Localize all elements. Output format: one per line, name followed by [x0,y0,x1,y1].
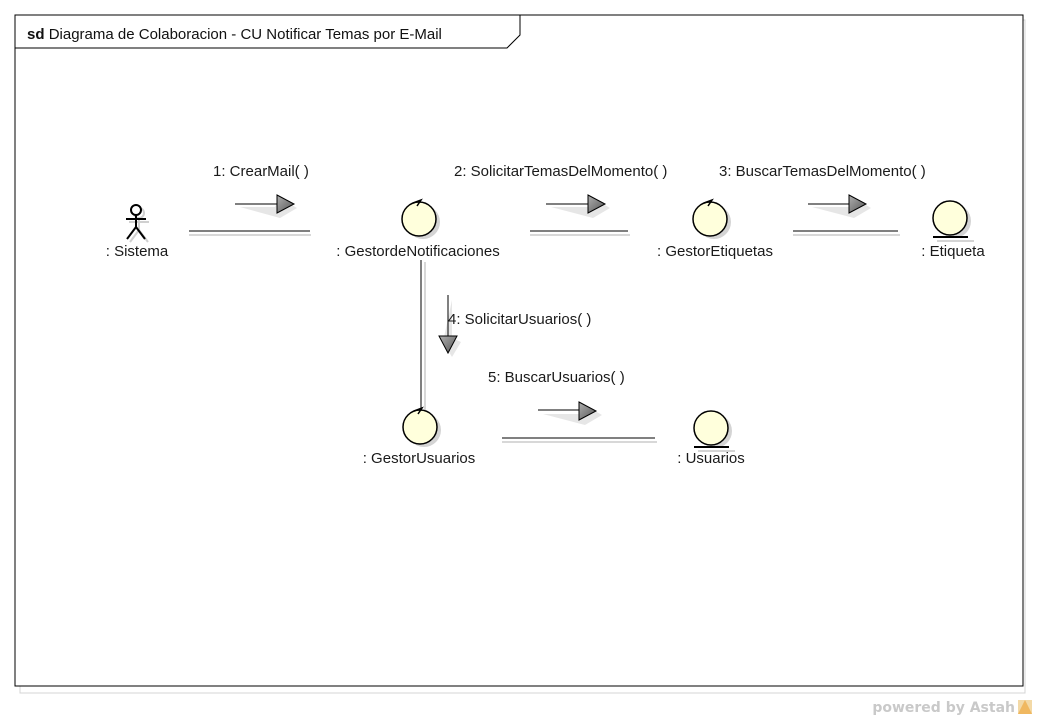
object-label-usuarios: : Usuarios [677,450,745,467]
actor-icon [126,204,146,240]
entity-icon [932,200,968,236]
object-label-etiqueta: : Etiqueta [921,243,985,260]
control-gestorusuarios: : GestorUsuarios [363,406,476,467]
astah-logo-icon [1018,700,1032,714]
frame-title: sd Diagrama de Colaboracion - CU Notific… [27,26,442,43]
control-icon [692,201,728,237]
object-label-sistema: : Sistema [106,243,169,260]
entity-icon [693,410,729,446]
message-label-4: 4: SolicitarUsuarios( ) [448,311,591,328]
object-label-gestordenotificaciones: : GestordeNotificaciones [336,243,499,260]
entity-usuarios: : Usuarios [677,410,745,467]
message-arrow-5 [538,401,602,425]
message-label-2: 2: SolicitarTemasDelMomento( ) [454,163,667,180]
message-label-1: 1: CrearMail( ) [213,163,309,180]
control-icon [401,201,437,237]
control-gestoretiquetas: : GestorEtiquetas [657,198,773,260]
message-label-5: 5: BuscarUsuarios( ) [488,369,625,386]
message-arrow-1 [235,194,297,218]
astah-watermark: powered by Astah [872,700,1032,716]
diagram-frame: sd Diagrama de Colaboracion - CU Notific… [14,14,1026,694]
message-label-3: 3: BuscarTemasDelMomento( ) [719,163,926,180]
message-labels: 1: CrearMail( ) 2: SolicitarTemasDelMome… [213,163,926,386]
object-label-gestorusuarios: : GestorUsuarios [363,450,476,467]
message-arrow-4 [438,295,461,357]
control-icon [402,409,438,445]
control-gestordenotificaciones: : GestordeNotificaciones [336,198,500,260]
entity-etiqueta: : Etiqueta [921,200,985,260]
message-arrow-3 [808,194,871,218]
watermark-text: powered by Astah [872,700,1015,716]
actor-sistema: : Sistema [106,204,169,260]
object-label-gestoretiquetas: : GestorEtiquetas [657,243,773,260]
message-arrow-2 [546,194,610,218]
links [189,230,900,443]
frame-title-tab [15,15,521,49]
message-arrows [235,194,871,425]
